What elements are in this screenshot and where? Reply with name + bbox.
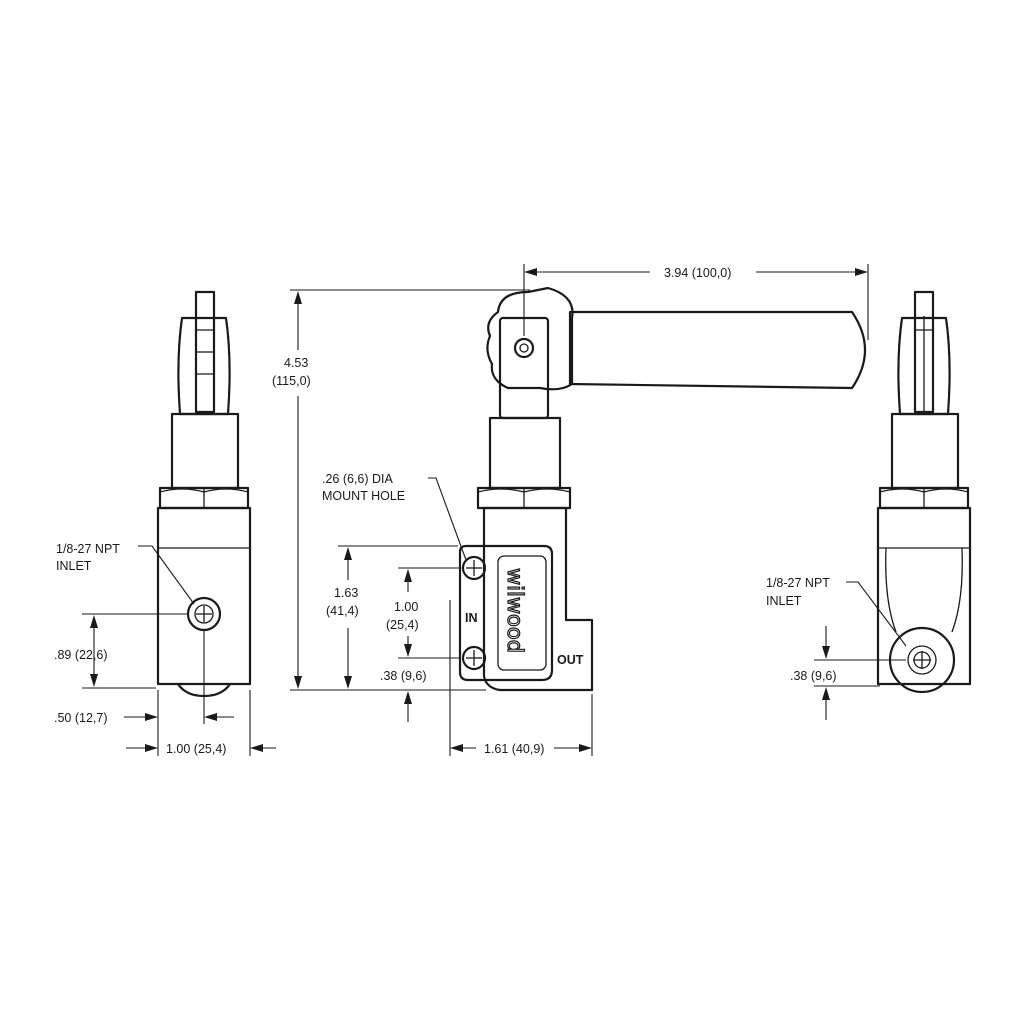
left-boot xyxy=(177,316,231,416)
right-sleeve xyxy=(890,412,960,490)
left-inlet-label-line2: INLET xyxy=(56,559,92,573)
dim-body-height-line1: 1.63 xyxy=(334,586,358,600)
right-body xyxy=(876,506,972,686)
mount-hole-top-icon xyxy=(461,555,487,581)
mount-hole-leader xyxy=(428,477,467,561)
right-inlet-label-line1: 1/8-27 NPT xyxy=(766,576,830,590)
dim-hole-spacing-line1: 1.00 xyxy=(394,600,418,614)
port-in-label: IN xyxy=(465,611,478,625)
logo-plate xyxy=(497,555,547,671)
left-dim-height: .89 (22,6) xyxy=(54,648,108,662)
mount-hole-label-line1: .26 (6,6) DIA xyxy=(322,472,394,486)
left-dim-offset: .50 (12,7) xyxy=(54,711,108,725)
center-body xyxy=(482,506,594,692)
dim-hole-spacing-line2: (25,4) xyxy=(386,618,419,632)
right-side-view xyxy=(876,290,972,694)
mount-flange xyxy=(458,544,554,682)
lever-handle xyxy=(568,310,867,390)
mount-hole-label-line2: MOUNT HOLE xyxy=(322,489,405,503)
wilwood-logo: wilwood xyxy=(503,568,527,653)
center-front-view: wilwood IN OUT xyxy=(458,286,867,692)
right-dim-inlet-offset: .38 (9,6) xyxy=(790,669,837,683)
dim-lever-length: 3.94 (100,0) xyxy=(664,266,731,280)
center-sleeve xyxy=(488,416,562,490)
right-inlet-label-line2: INLET xyxy=(766,594,802,608)
lever-hub xyxy=(486,286,574,391)
center-nut xyxy=(476,486,572,510)
left-inlet-label-line1: 1/8-27 NPT xyxy=(56,542,120,556)
left-sleeve xyxy=(170,412,240,490)
left-body xyxy=(156,506,252,686)
dim-hole-offset: .38 (9,6) xyxy=(380,669,427,683)
left-dim-width: 1.00 (25,4) xyxy=(166,742,226,756)
dim-overall-height-line1: 4.53 xyxy=(284,356,308,370)
clevis-pin-icon xyxy=(513,337,535,359)
dim-overall-height-line2: (115,0) xyxy=(272,374,311,388)
right-inlet-leader xyxy=(846,581,907,647)
mount-hole-bottom-icon xyxy=(461,645,487,671)
dim-body-width: 1.61 (40,9) xyxy=(484,742,544,756)
left-inlet-leader xyxy=(138,545,195,605)
port-out-label: OUT xyxy=(557,653,584,667)
dim-body-height-line2: (41,4) xyxy=(326,604,359,618)
